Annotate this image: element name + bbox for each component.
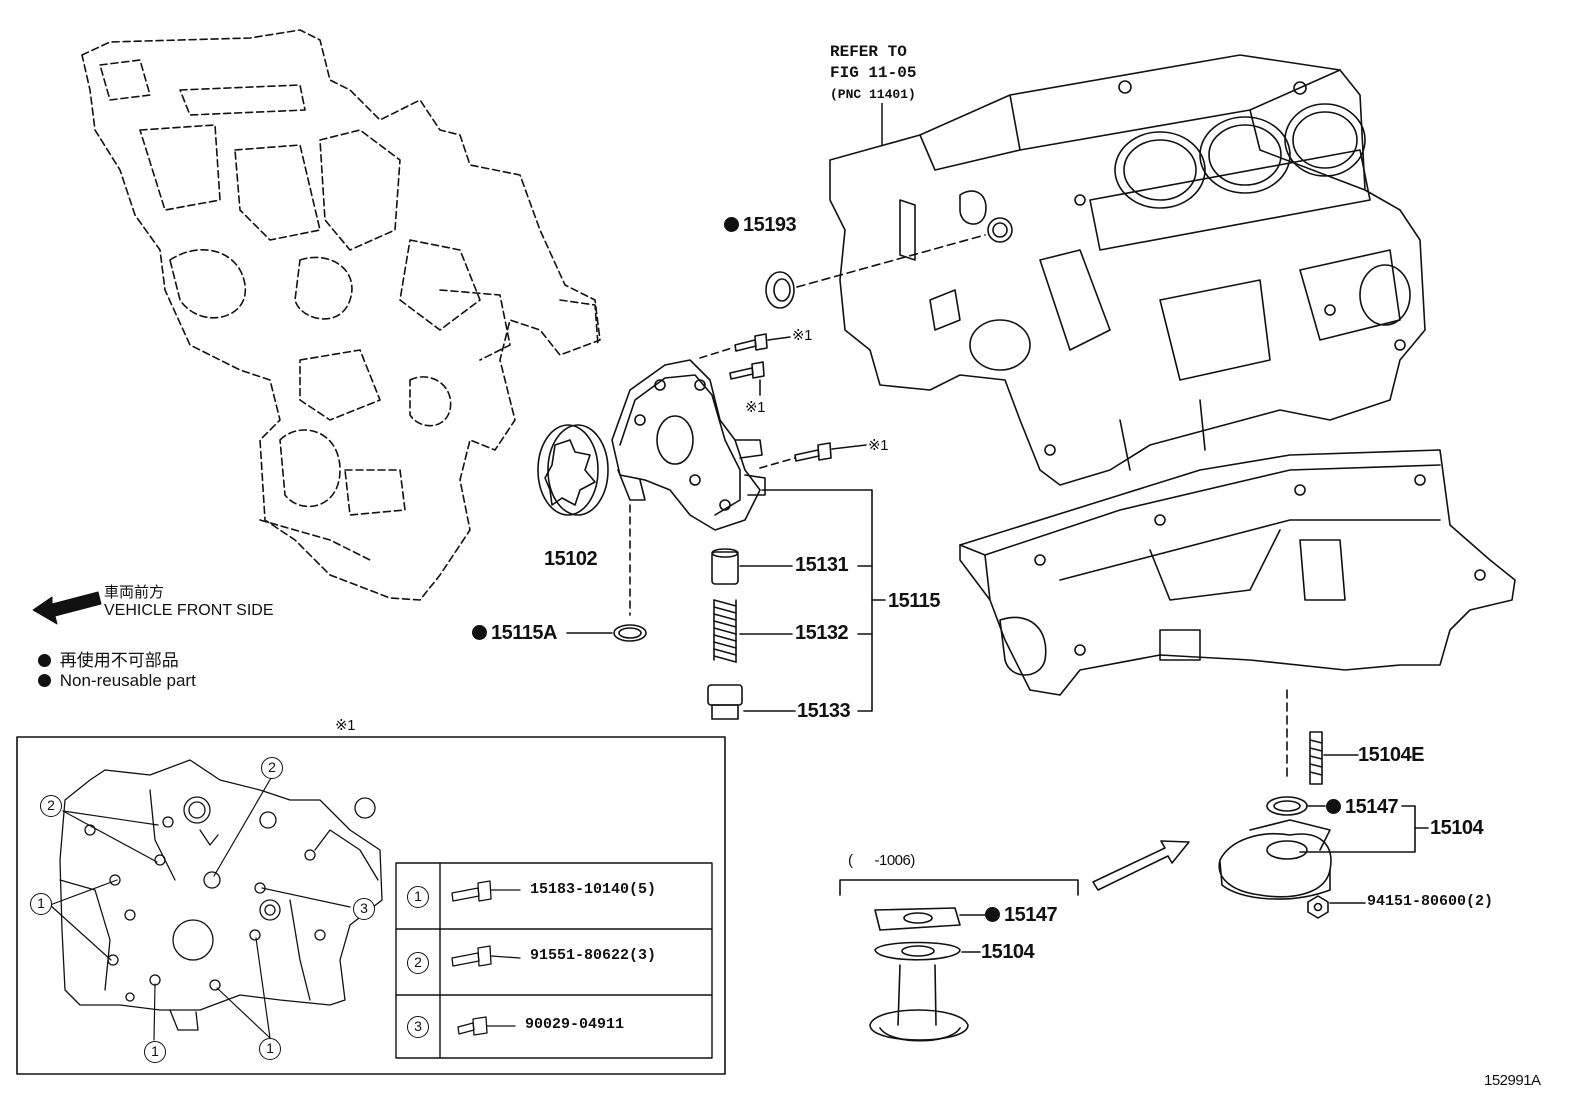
- part-label-15104-right: 15104: [1430, 817, 1484, 839]
- note-mark-2: ※1: [745, 399, 765, 416]
- part-label-15104E: 15104E: [1358, 744, 1424, 766]
- date-range-label: ( -1006): [848, 852, 915, 869]
- inset-callout-2b: 2: [261, 757, 283, 779]
- reference-note: REFER TO FIG 11-05 (PNC 11401): [830, 42, 916, 105]
- pump-bolts: [729, 333, 832, 462]
- table-bolt-icons: [451, 880, 521, 1036]
- inset-block-detail: [59, 759, 383, 1031]
- part-label-15115: 15115: [888, 590, 941, 612]
- part-label-15132: 15132: [795, 622, 849, 644]
- strainer-gasket: [1266, 796, 1308, 816]
- vehicle-front-arrow-icon: [32, 591, 102, 625]
- part-label-15131: 15131: [795, 554, 849, 576]
- note-mark-3: ※1: [868, 437, 888, 454]
- relief-valve-spring: [713, 599, 737, 663]
- inset-callout-2a: 2: [40, 795, 62, 817]
- reference-line-3: (PNC 11401): [830, 87, 916, 102]
- part-label-15133: 15133: [797, 700, 851, 722]
- bolt-leaders: [629, 347, 796, 616]
- table-index-3: 3: [407, 1016, 429, 1038]
- inset-callout-3: 3: [353, 898, 375, 920]
- inset-callout-1b: 1: [144, 1041, 166, 1063]
- legend-nonreuse-jp: 再使用不可部品: [38, 646, 179, 671]
- relief-valve-plug: [707, 684, 743, 720]
- legend-front-en: VEHICLE FRONT SIDE: [104, 602, 274, 619]
- inset-callout-1c: 1: [259, 1038, 281, 1060]
- reference-line-1: REFER TO: [830, 43, 907, 61]
- oil-pan-outline: [959, 449, 1516, 696]
- timing-cover-outline: [81, 29, 601, 601]
- table-part-3: 90029-04911: [525, 1016, 625, 1033]
- oil-strainer: [1218, 819, 1332, 900]
- figure-id: 152991A: [1484, 1072, 1541, 1089]
- note-mark-1: ※1: [792, 327, 812, 344]
- inset-callout-leaders: [49, 777, 351, 1041]
- o-ring-inner: [618, 627, 642, 639]
- note-mark-inset: ※1: [335, 717, 355, 734]
- part-label-15104-left: 15104: [981, 941, 1035, 963]
- part-label-15147-right: 15147: [1326, 796, 1399, 819]
- table-part-1: 15183-10140(5): [530, 881, 657, 898]
- part-label-15147-left: 15147: [985, 904, 1058, 927]
- table-index-2: 2: [407, 952, 429, 974]
- bolt-table: [395, 862, 713, 1059]
- inset-frame: [16, 736, 726, 1075]
- oil-pump-rotor: [537, 424, 609, 516]
- old-oil-strainer: [869, 941, 969, 1042]
- oil-seal: [765, 271, 795, 309]
- relief-valve-plunger: [711, 548, 739, 585]
- o-ring: [613, 624, 647, 642]
- date-bracket: [839, 879, 1079, 896]
- part-label-15115A: 15115A: [472, 622, 557, 645]
- old-strainer-gasket: [874, 907, 961, 931]
- part-label-94151: 94151-80600(2): [1367, 893, 1494, 910]
- strainer-bracket: [1299, 805, 1416, 853]
- reference-line-2: FIG 11-05: [830, 64, 917, 82]
- part-label-15102: 15102: [544, 548, 598, 570]
- stud-bolt: [1309, 731, 1323, 785]
- nut: [1307, 895, 1329, 919]
- legend-nonreuse-en: Non-reusable part: [38, 671, 196, 691]
- seal-leader-dashed: [796, 234, 986, 288]
- table-part-2: 91551-80622(3): [530, 947, 657, 964]
- cylinder-block-outline: [829, 54, 1426, 486]
- note-leaders: [759, 336, 867, 450]
- table-index-1: 1: [407, 886, 429, 908]
- inset-callout-1a: 1: [30, 893, 52, 915]
- oil-pump-body: [611, 359, 766, 531]
- direction-arrow-icon: [1092, 840, 1190, 891]
- part-label-15193: 15193: [724, 214, 797, 237]
- relief-valve-leaders: [739, 489, 886, 712]
- legend-front-jp: 車両前方: [104, 584, 165, 601]
